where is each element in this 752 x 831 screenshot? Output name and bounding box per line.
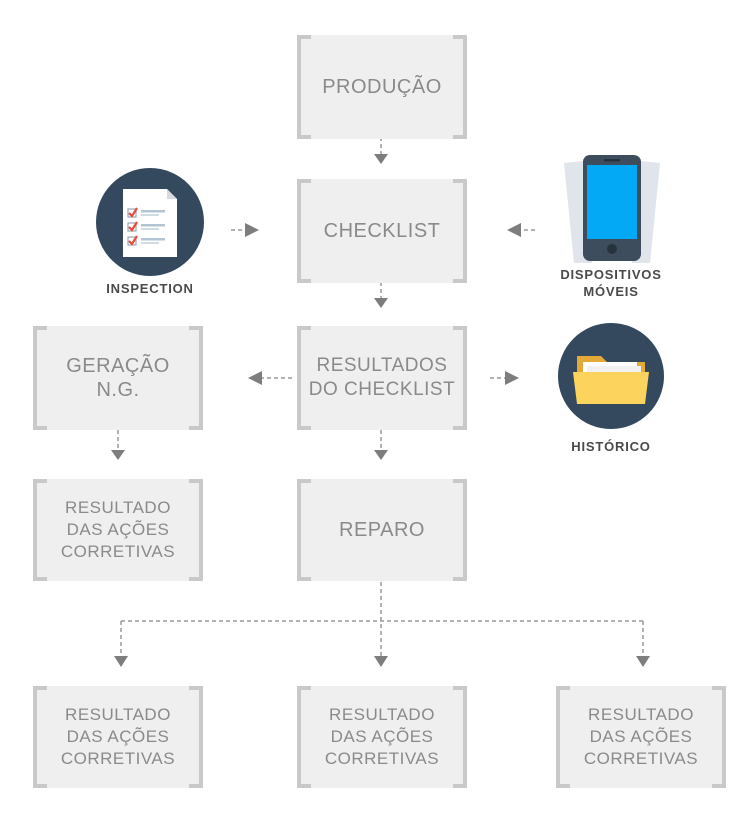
- arrow-down: [636, 656, 650, 667]
- arrow-down: [374, 298, 388, 308]
- inspection-caption: INSPECTION: [106, 281, 194, 296]
- arrow-right: [245, 223, 259, 237]
- mobile-phone-icon: [564, 155, 660, 263]
- bottom-2-label: RESULTADO DAS AÇÕES CORRETIVAS: [324, 705, 440, 768]
- box-checklist: CHECKLIST: [297, 179, 467, 283]
- arrow-down: [374, 450, 388, 460]
- box-reparo: REPARO: [297, 479, 467, 581]
- geracao-ng-label: GERAÇÃO N.G.: [66, 355, 170, 401]
- checklist-document-icon: [96, 168, 204, 276]
- producao-label: PRODUÇÃO: [322, 76, 442, 98]
- box-resultado-left: RESULTADO DAS AÇÕES CORRETIVAS: [33, 479, 203, 581]
- folder-icon: [558, 323, 664, 429]
- checklist-label: CHECKLIST: [323, 220, 441, 242]
- box-bottom-3: RESULTADO DAS AÇÕES CORRETIVAS: [556, 686, 726, 788]
- bottom-3-label: RESULTADO DAS AÇÕES CORRETIVAS: [583, 705, 699, 768]
- historico-caption: HISTÓRICO: [571, 439, 651, 454]
- arrow-down: [114, 656, 128, 667]
- box-producao: PRODUÇÃO: [297, 35, 467, 139]
- box-resultados-checklist: RESULTADOS DO CHECKLIST: [297, 326, 467, 430]
- arrow-down: [374, 154, 388, 164]
- bottom-1-label: RESULTADO DAS AÇÕES CORRETIVAS: [60, 705, 176, 768]
- arrow-left: [248, 371, 262, 385]
- arrow-down: [111, 450, 125, 460]
- box-geracao-ng: GERAÇÃO N.G.: [33, 326, 203, 430]
- arrow-right: [505, 371, 519, 385]
- resultados-checklist-label: RESULTADOS DO CHECKLIST: [308, 355, 456, 400]
- resultado-left-label: RESULTADO DAS AÇÕES CORRETIVAS: [60, 498, 176, 561]
- reparo-label: REPARO: [339, 519, 425, 541]
- box-bottom-1: RESULTADO DAS AÇÕES CORRETIVAS: [33, 686, 203, 788]
- dispositivos-caption: DISPOSITIVOS MÓVEIS: [560, 267, 662, 299]
- arrow-down: [374, 656, 388, 667]
- box-bottom-2: RESULTADO DAS AÇÕES CORRETIVAS: [297, 686, 467, 788]
- arrow-left: [507, 223, 521, 237]
